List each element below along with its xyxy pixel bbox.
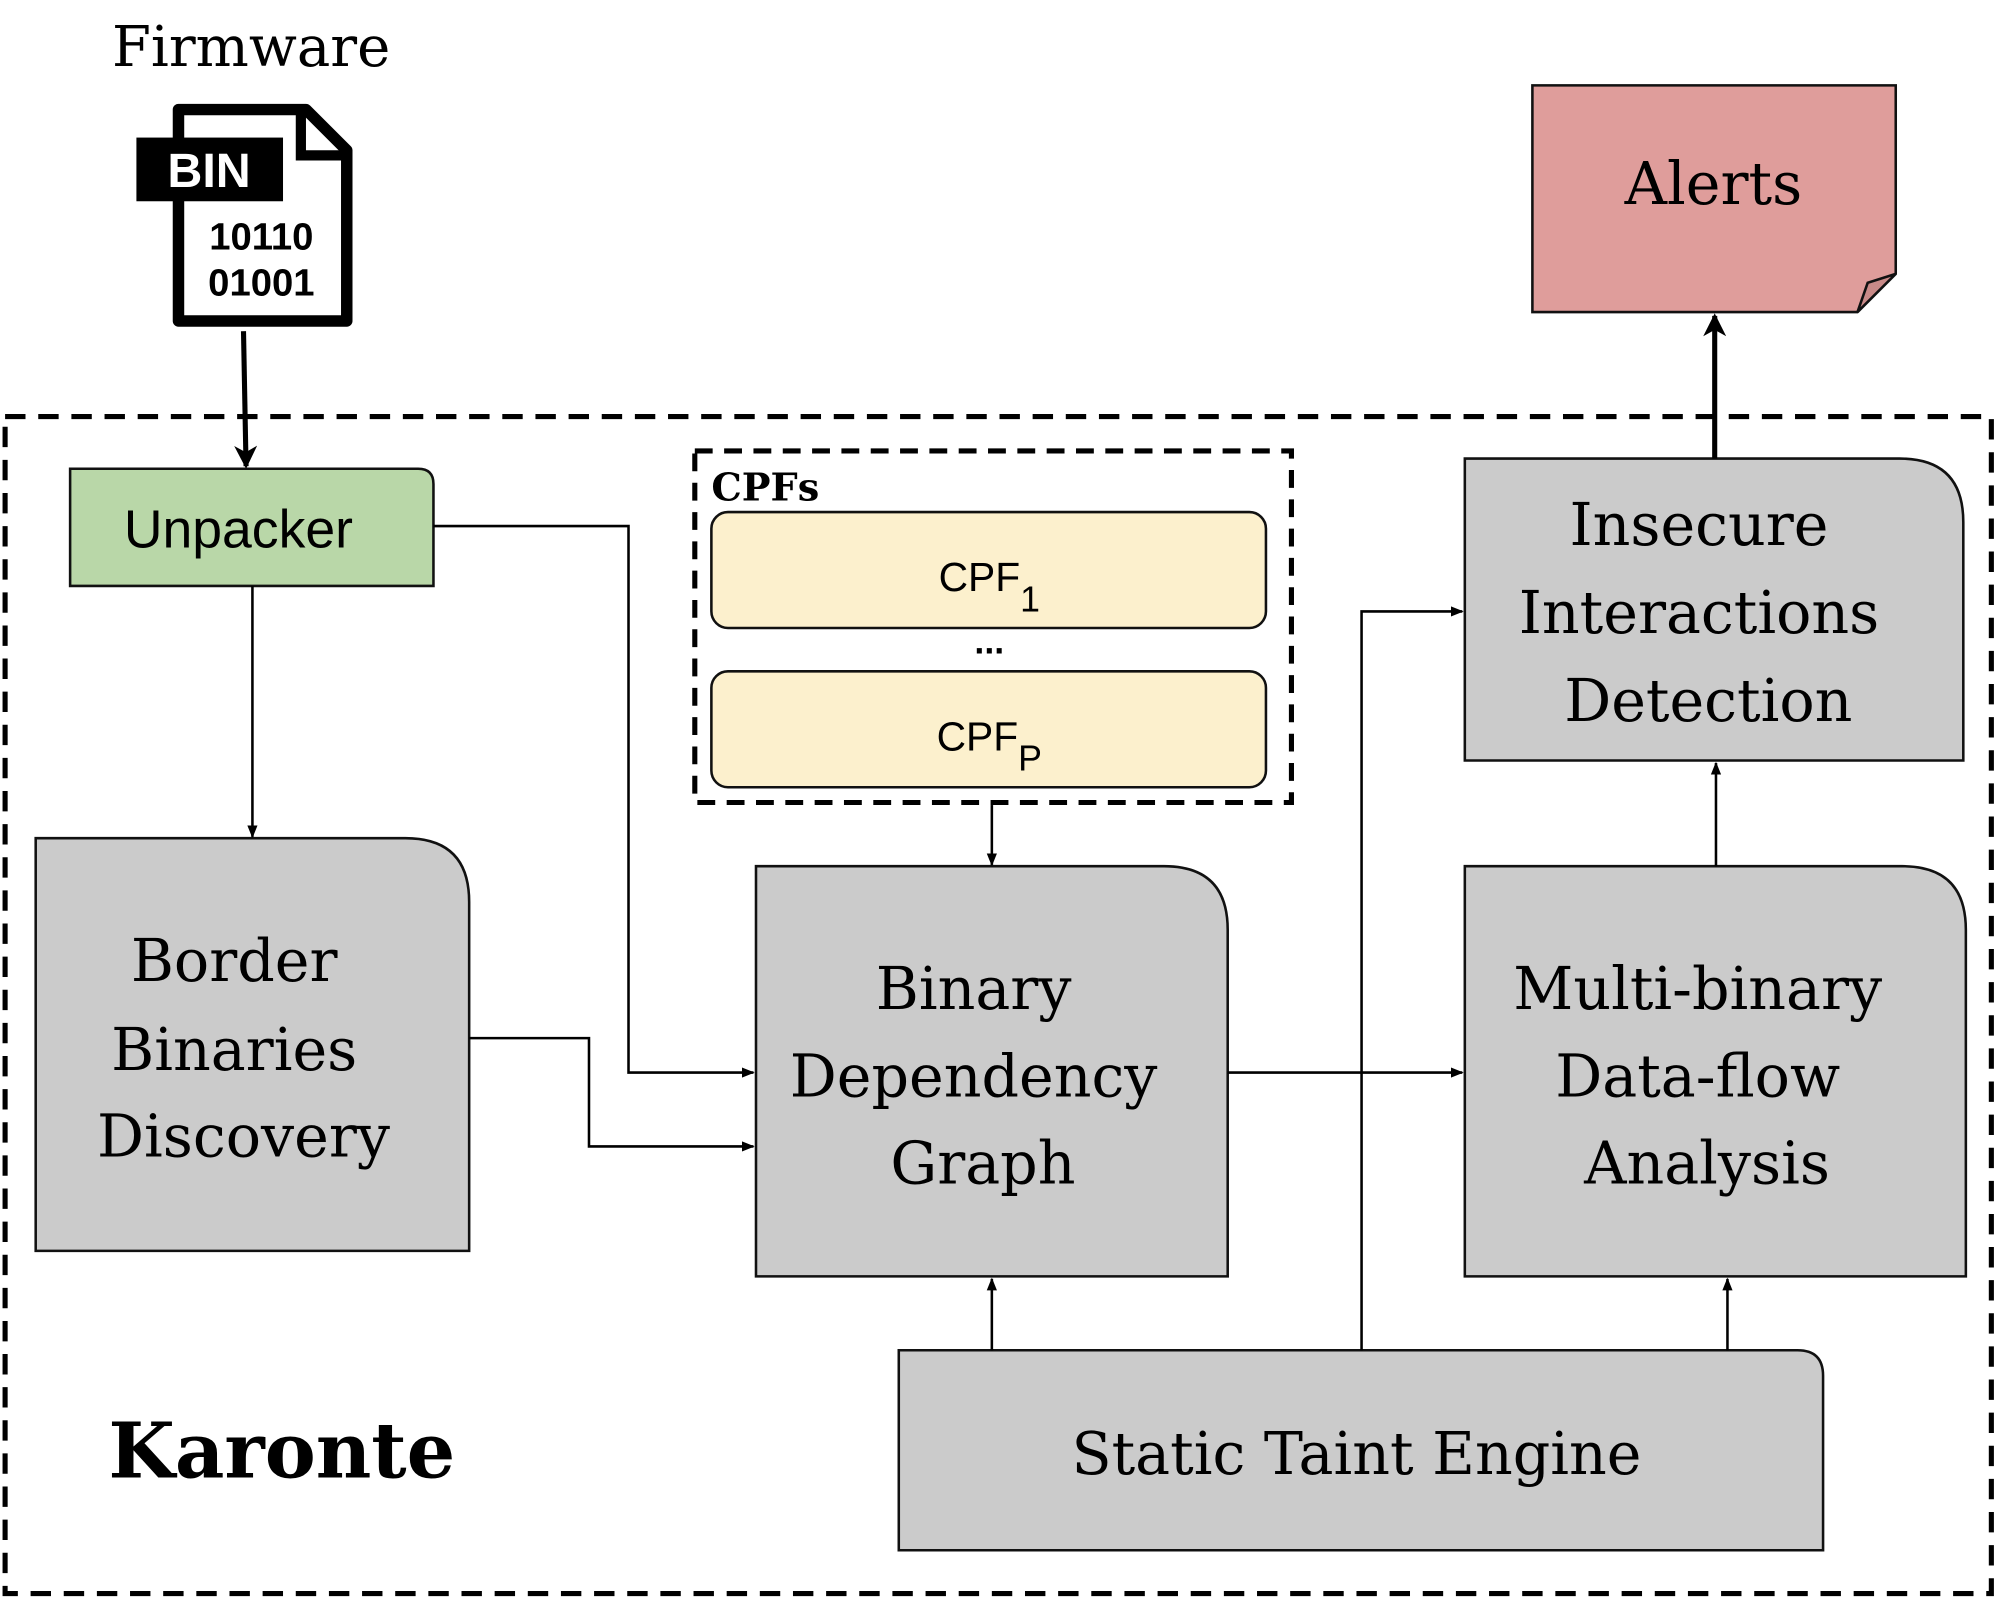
- edges: [247, 313, 1733, 1351]
- alerts-label: Alerts: [1624, 150, 1802, 218]
- edge-border-bdg: [469, 1036, 755, 1152]
- insecure-interactions-detection-box: [1463, 457, 1965, 762]
- static-taint-engine-box: [897, 1348, 1825, 1552]
- firmware-label: Firmware: [112, 15, 390, 80]
- karonte-boundary: [2, 413, 1994, 1597]
- edge-unpacker-bdg: [433, 524, 755, 1078]
- border-binaries-discovery-label: Border Binaries Discovery: [97, 927, 390, 1171]
- insecure-interactions-detection-label: Insecure Interactions Detection: [1519, 491, 1898, 735]
- karonte-label: Karonte: [108, 1407, 455, 1497]
- border-binaries-discovery-box: [34, 836, 471, 1253]
- static-taint-engine-label: Static Taint Engine: [1071, 1420, 1641, 1488]
- unpacker-box: [68, 467, 435, 588]
- unpacker-label: Unpacker: [124, 501, 353, 560]
- cpf-ellipsis: ...: [974, 621, 1004, 661]
- binary-dependency-graph-label: Binary Dependency Graph: [790, 955, 1176, 1197]
- edge-ste-iid: [1360, 606, 1464, 1351]
- multi-binary-dataflow-box: [1463, 864, 1968, 1278]
- cpf-p-box: [710, 670, 1268, 789]
- bin-badge: BIN: [167, 144, 250, 198]
- alerts-note-fold: [1856, 272, 1897, 313]
- bits-line-1: 10110: [209, 216, 313, 259]
- cpf-p-label: CPFP: [937, 713, 1042, 778]
- bits-line-2: 01001: [208, 262, 314, 305]
- binary-dependency-graph-box: [754, 864, 1229, 1278]
- firmware-to-unpacker-arrow: [234, 331, 258, 469]
- cpf-1-label: CPF1: [939, 554, 1040, 619]
- multi-binary-dataflow-label: Multi-binary Data-flow Analysis: [1513, 955, 1900, 1197]
- cpfs-group: [692, 448, 1294, 806]
- cpfs-title: CPFs: [711, 466, 819, 511]
- cpf-1-box: [710, 510, 1268, 630]
- binary-file-icon: BIN 10110 01001: [136, 103, 353, 327]
